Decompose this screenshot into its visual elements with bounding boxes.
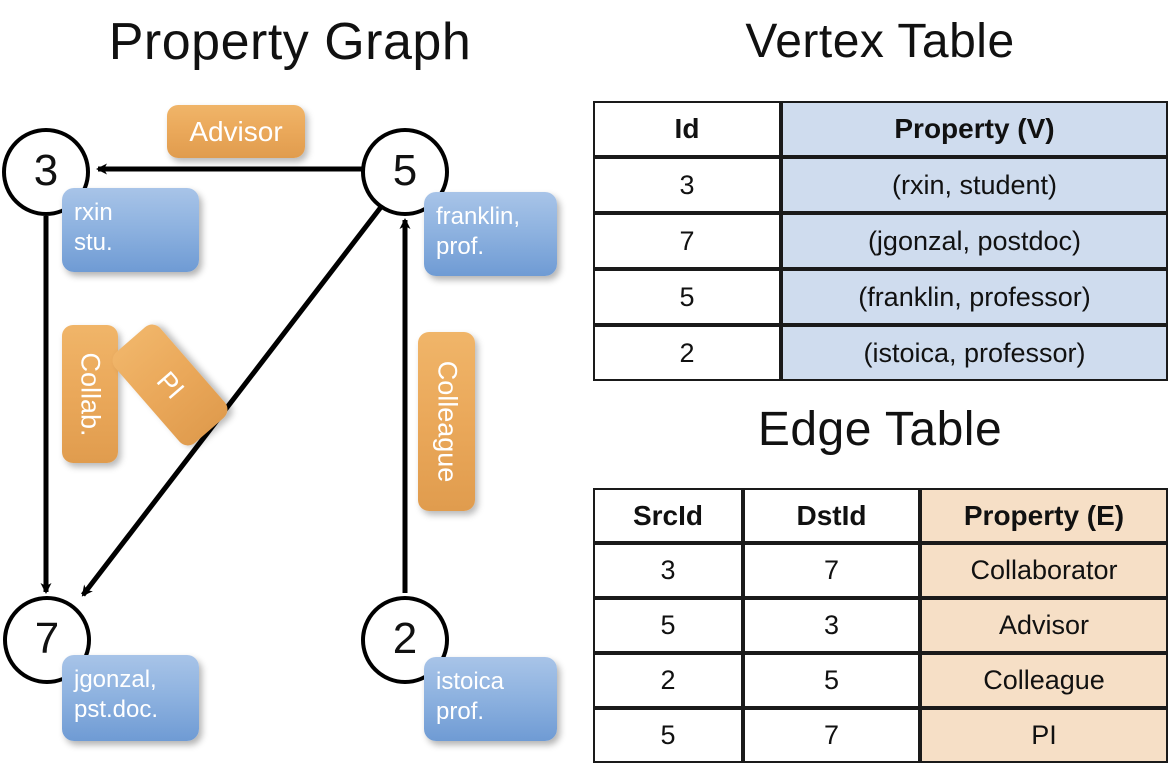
table-row: 5 3 Advisor xyxy=(593,598,1168,653)
edge-row-3-property: PI xyxy=(920,708,1168,763)
edge-label-colleague: Colleague xyxy=(418,332,475,511)
vertex-table-header-row: Id Property (V) xyxy=(593,101,1168,157)
vertex-table-header-property: Property (V) xyxy=(781,101,1168,157)
node-property-2-line2: prof. xyxy=(436,698,485,725)
page-title: Property Graph xyxy=(108,13,472,71)
edge-table-header-srcid: SrcId xyxy=(593,488,743,543)
table-row: 3 (rxin, student) xyxy=(593,157,1168,213)
node-property-7-line2: pst.doc. xyxy=(74,696,159,723)
node-property-3-line2: stu. xyxy=(74,229,113,256)
vertex-row-0-property: (rxin, student) xyxy=(781,157,1168,213)
edge-label-colleague-text: Colleague xyxy=(432,360,462,483)
edge-row-3-src: 5 xyxy=(593,708,743,763)
vertex-row-0-id: 3 xyxy=(593,157,781,213)
edge-label-advisor-text: Advisor xyxy=(189,115,283,147)
table-row: 5 7 PI xyxy=(593,708,1168,763)
node-property-box-3: rxin stu. xyxy=(62,188,199,272)
table-row: 2 (istoica, professor) xyxy=(593,325,1168,381)
node-property-3-line1: rxin xyxy=(74,199,113,226)
vertex-table: Id Property (V) 3 (rxin, student) 7 (jgo… xyxy=(593,101,1168,381)
vertex-row-2-property: (franklin, professor) xyxy=(781,269,1168,325)
vertex-row-1-property: (jgonzal, postdoc) xyxy=(781,213,1168,269)
graph-node-5-id: 5 xyxy=(392,146,418,195)
node-property-5-line1: franklin, xyxy=(436,203,521,230)
edge-table-header-row: SrcId DstId Property (E) xyxy=(593,488,1168,543)
node-property-box-5: franklin, prof. xyxy=(424,192,557,276)
edge-row-0-property: Collaborator xyxy=(920,543,1168,598)
table-row: 5 (franklin, professor) xyxy=(593,269,1168,325)
vertex-row-1-id: 7 xyxy=(593,213,781,269)
edge-label-advisor: Advisor xyxy=(167,105,305,158)
edge-table-header-dstid: DstId xyxy=(743,488,920,543)
node-property-box-2: istoica prof. xyxy=(424,657,557,741)
graph-edges-svg xyxy=(40,163,411,597)
edge-row-2-property: Colleague xyxy=(920,653,1168,708)
vertex-row-3-id: 2 xyxy=(593,325,781,381)
edge-row-1-src: 5 xyxy=(593,598,743,653)
table-row: 3 7 Collaborator xyxy=(593,543,1168,598)
edge-row-0-src: 3 xyxy=(593,543,743,598)
node-property-2-line1: istoica xyxy=(436,668,505,695)
vertex-row-3-property: (istoica, professor) xyxy=(781,325,1168,381)
vertex-row-2-id: 5 xyxy=(593,269,781,325)
edge-label-collab: Collab. xyxy=(62,325,118,463)
graph-node-2-id: 2 xyxy=(392,614,418,663)
table-row: 7 (jgonzal, postdoc) xyxy=(593,213,1168,269)
edge-label-collab-text: Collab. xyxy=(75,351,106,437)
table-row: 2 5 Colleague xyxy=(593,653,1168,708)
edge-table-title: Edge Table xyxy=(757,403,1003,456)
edge-row-1-dst: 3 xyxy=(743,598,920,653)
graph-node-3-id: 3 xyxy=(33,146,59,195)
edge-table: SrcId DstId Property (E) 3 7 Collaborato… xyxy=(593,488,1168,763)
edge-row-3-dst: 7 xyxy=(743,708,920,763)
graph-node-2[interactable]: 2 xyxy=(361,596,449,684)
node-property-5-line2: prof. xyxy=(436,233,485,260)
node-property-box-7: jgonzal, pst.doc. xyxy=(62,655,199,741)
edge-table-header-property: Property (E) xyxy=(920,488,1168,543)
edge-label-pi-text: PI xyxy=(150,365,191,405)
edge-row-0-dst: 7 xyxy=(743,543,920,598)
edge-5-to-7-pi xyxy=(81,205,383,597)
graph-node-7-id: 7 xyxy=(34,614,60,663)
graph-node-5[interactable]: 5 xyxy=(361,128,449,216)
node-property-7-line1: jgonzal, xyxy=(74,666,157,693)
property-graph-canvas: Advisor Collab. PI Colleague 3 5 7 2 rxi… xyxy=(2,105,557,741)
vertex-table-title: Vertex Table xyxy=(745,15,1015,68)
edge-row-1-property: Advisor xyxy=(920,598,1168,653)
edge-row-2-dst: 5 xyxy=(743,653,920,708)
vertex-table-header-id: Id xyxy=(593,101,781,157)
edge-row-2-src: 2 xyxy=(593,653,743,708)
